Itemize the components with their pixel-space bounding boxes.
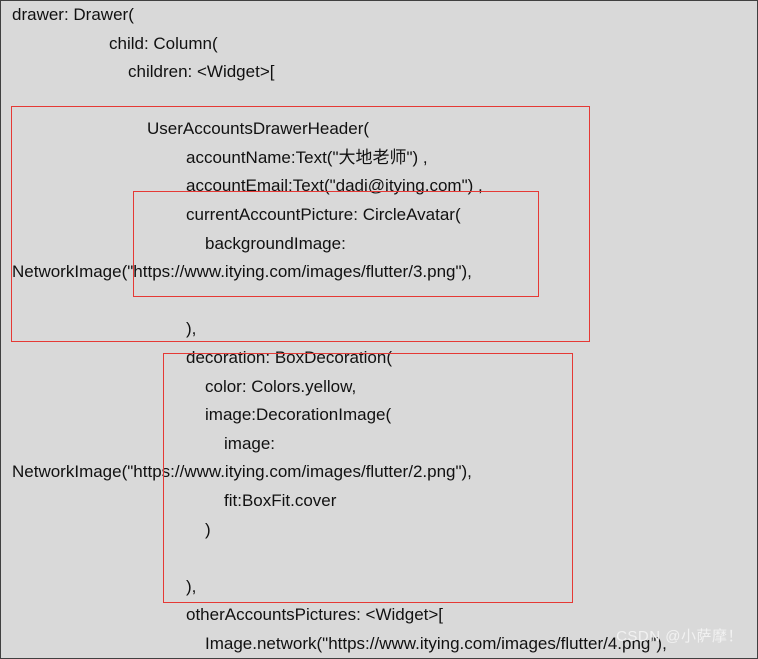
code-line-account-name: accountName:Text("大地老师") , (186, 148, 428, 167)
code-line-decoration-image: image:DecorationImage( (205, 405, 392, 424)
code-line-close-paren-3: ), (186, 577, 197, 596)
code-line-close-paren-1: ), (186, 319, 197, 338)
highlight-box-avatar (133, 191, 539, 297)
code-line-drawer: drawer: Drawer( (12, 5, 134, 24)
csdn-watermark: CSDN @小萨摩！ (616, 628, 743, 645)
code-line-decoration: decoration: BoxDecoration( (186, 348, 393, 367)
code-line-current-account-picture: currentAccountPicture: CircleAvatar( (186, 205, 461, 224)
code-line-child-column: child: Column( (109, 34, 218, 53)
code-line-network-image-3: NetworkImage("https://www.itying.com/ima… (12, 262, 472, 281)
code-line-other-accounts-pictures: otherAccountsPictures: <Widget>[ (186, 605, 444, 624)
code-line-user-accounts-header: UserAccountsDrawerHeader( (147, 119, 370, 138)
code-line-image-key: image: (224, 434, 276, 453)
highlight-box-decoration (163, 353, 573, 603)
code-line-network-image-2: NetworkImage("https://www.itying.com/ima… (12, 462, 472, 481)
code-line-background-image: backgroundImage: (205, 234, 346, 253)
highlight-box-header (11, 106, 590, 342)
code-line-image-network-4: Image.network("https://www.itying.com/im… (205, 634, 667, 653)
code-line-children: children: <Widget>[ (128, 62, 275, 81)
code-line-color: color: Colors.yellow, (205, 377, 357, 396)
code-line-account-email: accountEmail:Text("dadi@itying.com") , (186, 176, 483, 195)
code-line-fit: fit:BoxFit.cover (224, 491, 337, 510)
code-line-close-paren-2: ) (205, 520, 211, 539)
